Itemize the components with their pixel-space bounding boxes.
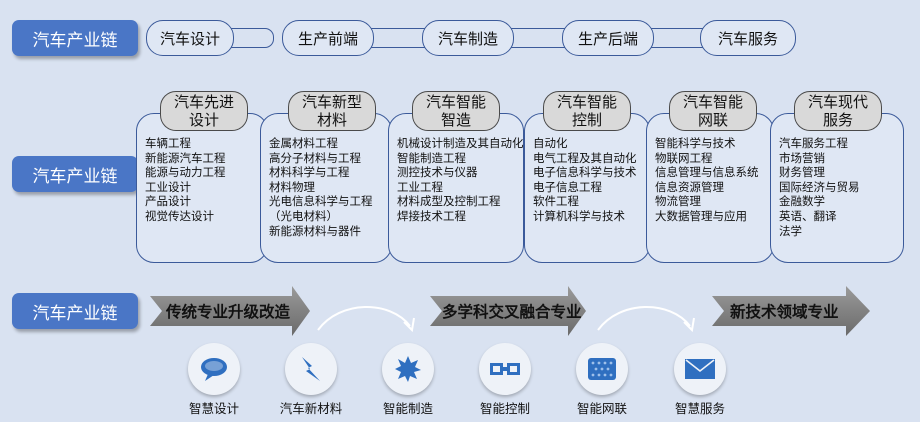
major-item: 法学: [779, 223, 802, 238]
major-item: 光电信息科学与工程: [269, 194, 373, 209]
major-item: 工业设计: [145, 179, 191, 194]
lightning-icon: [302, 357, 320, 381]
major-item: 焊接技术工程: [397, 208, 466, 223]
curved-connector-head: [683, 317, 695, 333]
major-column-control: 自动化 电气工程及其自动化 电子信息科学与技术 电子信息工程 软件工程 计算机科…: [524, 113, 650, 263]
column-header-control: 汽车智能控制: [543, 91, 631, 131]
row-label-majors: 汽车产业链: [12, 156, 138, 192]
major-item: 智能科学与技术: [655, 136, 736, 150]
major-item: 智能制造工程: [397, 150, 466, 165]
major-item: 大数据管理与应用: [655, 208, 747, 223]
chain-item-design: 汽车设计: [146, 20, 234, 56]
icon-circle-control: [479, 343, 531, 395]
icon-circle-service: [674, 343, 726, 395]
speech-bubble-icon: [201, 358, 227, 381]
major-item: 能源与动力工程: [145, 165, 226, 180]
chain-item-manufacture: 汽车制造: [422, 20, 514, 56]
icon-circle-connectivity: [576, 343, 628, 395]
major-item: 高分子材料与工程: [269, 150, 361, 165]
icon-caption: 汽车新材料: [279, 401, 343, 416]
major-item: 材料物理: [269, 179, 315, 194]
starburst-icon: [395, 356, 421, 382]
major-item: 市场营销: [779, 150, 825, 165]
chain-item-service: 汽车服务: [700, 20, 796, 56]
major-item: 自动化: [533, 136, 568, 150]
major-item: 电气工程及其自动化: [533, 150, 637, 165]
major-column-design: 车辆工程 新能源汽车工程 能源与动力工程 工业设计 产品设计 视觉传达设计: [136, 113, 268, 263]
major-item: 国际经济与贸易: [779, 179, 860, 194]
icon-circle-design: [188, 343, 240, 395]
major-item: 电子信息工程: [533, 179, 602, 194]
row-label-chain: 汽车产业链: [12, 20, 138, 56]
major-item: 工业工程: [397, 179, 443, 194]
major-item: 产品设计: [145, 194, 191, 209]
major-item: 汽车服务工程: [779, 136, 848, 150]
chain-item-back: 生产后端: [562, 20, 654, 56]
icon-caption: 智慧服务: [674, 401, 725, 416]
major-item: 车辆工程: [145, 136, 191, 150]
major-item: 视觉传达设计: [145, 208, 214, 223]
icon-circle-manufacturing: [382, 343, 434, 395]
major-column-connectivity: 智能科学与技术 物联网工程 信息管理与信息系统 信息资源管理 物流管理 大数据管…: [646, 113, 774, 263]
column-header-design: 汽车先进设计: [160, 91, 248, 131]
major-item: 电子信息科学与技术: [533, 165, 637, 180]
major-item: 测控技术与仪器: [397, 165, 478, 180]
icon-caption: 智能控制: [479, 401, 530, 416]
network-grid-icon: [588, 358, 616, 380]
major-item: 计算机科学与技术: [533, 208, 625, 223]
stage-label-traditional: 传统专业升级改造: [166, 303, 291, 321]
envelope-icon: [685, 359, 715, 379]
major-column-materials: 金属材料工程 高分子材料与工程 材料科学与工程 材料物理 光电信息科学与工程 （…: [260, 113, 392, 263]
major-item: 财务管理: [779, 165, 825, 180]
icon-caption: 智慧设计: [188, 401, 239, 416]
major-item: 英语、翻译: [779, 208, 837, 223]
link-icon: [490, 363, 520, 375]
major-item: 金属材料工程: [269, 136, 338, 150]
major-item: 软件工程: [533, 194, 579, 209]
major-item: 机械设计制造及其自动化: [397, 136, 524, 150]
row-label-stages: 汽车产业链: [12, 293, 138, 329]
icon-caption: 智能制造: [382, 401, 433, 416]
major-item: 材料成型及控制工程: [397, 194, 501, 209]
curved-connector-head: [403, 317, 415, 333]
major-column-service: 汽车服务工程 市场营销 财务管理 国际经济与贸易 金融数学 英语、翻译 法学: [770, 113, 904, 263]
column-header-manufacturing: 汽车智能智造: [412, 91, 500, 131]
major-column-manufacturing: 机械设计制造及其自动化 智能制造工程 测控技术与仪器 工业工程 材料成型及控制工…: [388, 113, 524, 263]
curved-connector: [597, 306, 691, 331]
curved-connector: [317, 306, 411, 331]
major-item: 信息管理与信息系统: [655, 165, 759, 180]
chain-item-front: 生产前端: [282, 20, 374, 56]
column-header-service: 汽车现代服务: [794, 91, 882, 131]
icon-caption: 智能网联: [576, 401, 627, 416]
column-header-connectivity: 汽车智能网联: [669, 91, 757, 131]
major-item: 物流管理: [655, 194, 701, 209]
major-item: 新能源材料与器件: [269, 223, 361, 238]
stage-label-new-tech: 新技术领域专业: [730, 303, 839, 321]
major-item: （光电材料）: [269, 208, 338, 223]
major-item: 新能源汽车工程: [145, 150, 226, 165]
major-item: 信息资源管理: [655, 179, 724, 194]
major-item: 金融数学: [779, 194, 825, 209]
column-header-materials: 汽车新型材料: [288, 91, 376, 131]
stage-label-interdisciplinary: 多学科交叉融合专业: [442, 303, 582, 321]
major-item: 材料科学与工程: [269, 165, 350, 180]
icon-circle-materials: [285, 343, 337, 395]
major-item: 物联网工程: [655, 150, 713, 165]
